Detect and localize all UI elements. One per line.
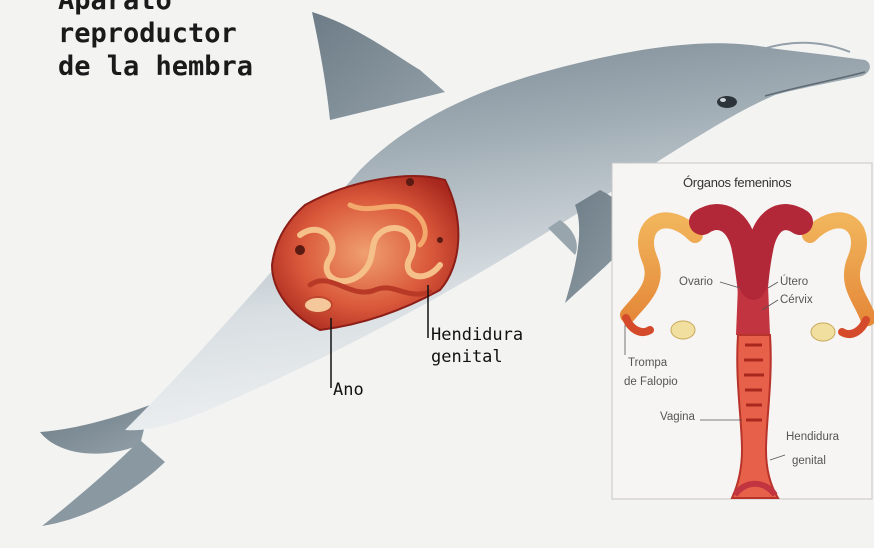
- internal-organs-cutaway: [272, 176, 458, 330]
- dorsal-fin: [312, 12, 445, 120]
- label-hendidura-line1: Hendidura: [431, 324, 523, 346]
- inset-label-hendidura-line2: genital: [792, 454, 839, 468]
- label-hendidura-line2: genital: [431, 346, 523, 368]
- inset-label-ovario: Ovario: [679, 275, 713, 289]
- title-line-2: reproductor: [58, 17, 253, 50]
- inset-label-vagina: Vagina: [660, 410, 695, 424]
- inset-label-trompa-line1: Trompa: [628, 356, 678, 370]
- title-line-1: Aparato: [58, 0, 253, 17]
- inset-label-trompa: Trompa de Falopio: [628, 356, 678, 389]
- inset-label-hendidura: Hendidura genital: [786, 430, 839, 468]
- inset-label-cervix: Cérvix: [780, 293, 813, 307]
- label-ano: Ano: [333, 379, 364, 401]
- eye-highlight: [720, 98, 726, 102]
- inset-label-utero: Útero: [780, 275, 808, 289]
- inset-title: Órganos femeninos: [683, 175, 791, 190]
- dolphin-eye: [717, 96, 737, 108]
- label-hendidura-genital: Hendidura genital: [431, 324, 523, 368]
- inset-label-hendidura-line1: Hendidura: [786, 430, 839, 444]
- pectoral-fin-small: [548, 220, 577, 255]
- title-line-3: de la hembra: [58, 50, 253, 83]
- inset-label-trompa-line2: de Falopio: [624, 375, 678, 389]
